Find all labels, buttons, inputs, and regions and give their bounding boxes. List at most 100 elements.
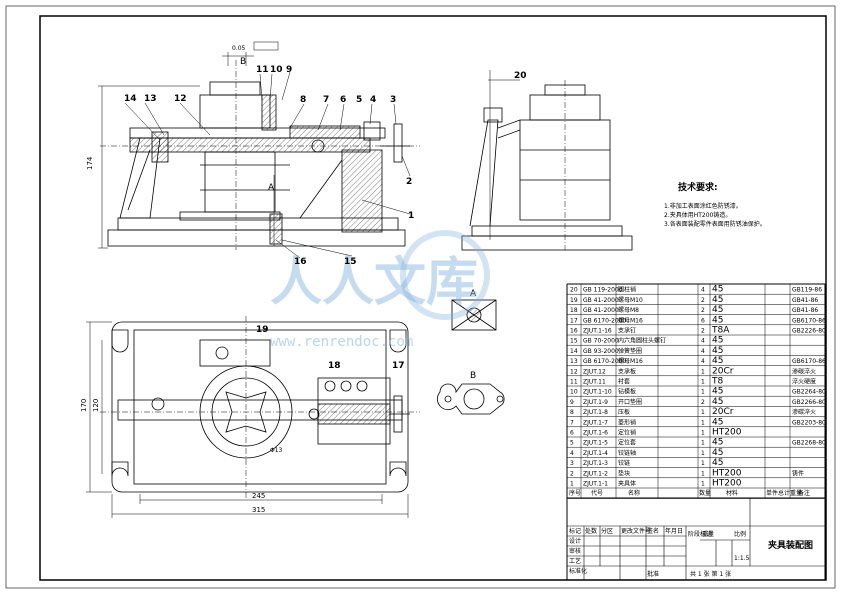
title-block-label: 工艺 [569,557,581,565]
bom-row-note: 铸件 [792,469,804,477]
bom-row-no: 17 [570,317,578,324]
dim-depth-b: 120 [92,399,100,412]
callout-2: 2 [406,177,412,187]
bom-row-name: 支承板 [618,367,636,375]
bom-row-no: 12 [570,368,578,375]
title-block-label: 处数 [585,527,597,535]
bom-row-material: 45 [712,336,723,346]
bom-row-name: 螺母M8 [618,306,639,314]
callout-1: 1 [408,211,414,221]
leaders [124,71,411,259]
bom-row-material: 45 [712,397,723,407]
detail-b-label: B [470,371,476,381]
callout-16: 16 [294,257,307,267]
bom-row-no: 7 [570,419,574,426]
bom-row-no: 3 [570,460,574,467]
bom-row-note: GB2266-80 [792,399,826,406]
bom-row-note: GB6170-86 [792,317,826,324]
bom-row-qty: 2 [701,399,705,406]
title-block-label: 分区 [601,527,613,535]
bom-row-material: 45 [712,346,723,356]
callout-12: 12 [174,94,187,104]
bom-row-qty: 1 [701,450,705,457]
bom-row-code: ZJUT.1-7 [583,419,608,426]
bom-row-note: GB6170-86 [792,358,826,365]
bom-row-no: 15 [570,338,578,345]
bom-row-code: GB 6170-2000 [583,358,627,365]
bom-row-material: HT200 [712,479,742,489]
bom-row-qty: 1 [701,409,705,416]
bom-row-material: 20Cr [712,366,734,376]
bom-row-name: 内六角圆柱头螺钉 [618,337,666,345]
title-block [566,497,826,581]
bom-row-note: 淬火硬度 [792,378,816,386]
drawing-title: 夹具装配图 [768,539,813,551]
watermark-big: 人人文库 [270,253,478,313]
bom-row-code: GB 41-2000 [583,297,619,304]
bom-row-no: 1 [570,481,574,488]
bom-row-material: T8A [711,326,730,336]
bom-row-name: 定位套 [618,439,636,447]
bom-row-code: ZJUT.1-16 [583,328,612,335]
title-block-label: 设计 [569,537,581,545]
bom-row-name: 压板 [618,408,630,416]
front-view-dimensions [98,41,279,249]
bom-row-name: 螺母M10 [618,296,643,304]
title-block-labels: 标记处数分区更改文件号签名年月日设计审核工艺标准化批准阶段标记重量比例 [569,527,746,578]
bom-row-no: 13 [570,358,578,365]
bom-row-name: 衬套 [618,378,630,386]
section-mark-b: B [240,57,246,67]
callout-13: 13 [144,94,157,104]
callout-15: 15 [344,257,357,267]
bom-header-note: 备注 [798,489,810,497]
bom-header-no: 序号 [569,489,581,497]
title-block-label: 重量 [702,530,714,538]
title-block-label: 更改文件号 [621,527,651,535]
front-view [100,60,420,250]
detail-view-b [436,383,505,415]
bom-row-name: 铰链 [618,459,630,467]
sheet-info: 共 1 张 第 1 张 [690,570,731,578]
callout-10: 10 [270,65,283,75]
title-block-label: 年月日 [665,527,683,535]
bom-row-no: 4 [570,450,574,457]
bom-row-name: 支承钉 [618,327,636,335]
title-block-label: 签名 [647,527,659,535]
bom-row-qty: 2 [701,307,705,314]
bom-row-name: 钻模板 [618,388,636,396]
bom-row-qty: 1 [701,470,705,477]
bom-header-material: 材料 [726,489,738,497]
bom-row-no: 18 [570,307,578,314]
callout-18: 18 [328,361,341,371]
bom-row-qty: 1 [701,389,705,396]
section-mark-a: A [268,183,275,193]
bom-row-qty: 4 [701,338,705,345]
bom-row-no: 5 [570,440,574,447]
bom-row-material: HT200 [712,468,742,478]
bom-row-material: 45 [712,387,723,397]
outer-border [5,5,836,589]
watermark-url: www.renrendoc.com [270,334,413,350]
callout-17: 17 [392,361,405,371]
bom-row-no: 11 [570,379,578,386]
bom-row-code: ZJUT.12 [583,368,606,375]
bom-row-code: ZJUT.1-6 [583,430,608,437]
callout-5: 5 [356,95,362,105]
bom-row-qty: 2 [701,328,705,335]
detail-a-label: A [470,289,477,299]
callout-8: 8 [300,95,306,105]
bom-row-note: 渗碳淬火 [792,367,816,375]
bom-row-name: 夹具体 [618,480,636,488]
callout-19: 19 [256,325,269,335]
bom-row-code: ZJUT.1-8 [583,409,608,416]
bom-row-material: 20Cr [712,407,734,417]
title-block-label: 标记 [569,527,581,535]
bom-row-no: 9 [570,399,574,406]
dim-height-front: 174 [86,156,94,170]
bom-row-note: GB119-86 [792,287,822,294]
dim-top-tol: 0.05 [232,45,246,52]
bom-row-material: 45 [712,417,723,427]
bom-row-note: GB2226-80 [792,328,826,335]
bom-row-code: GB 119-2000 [583,287,623,294]
